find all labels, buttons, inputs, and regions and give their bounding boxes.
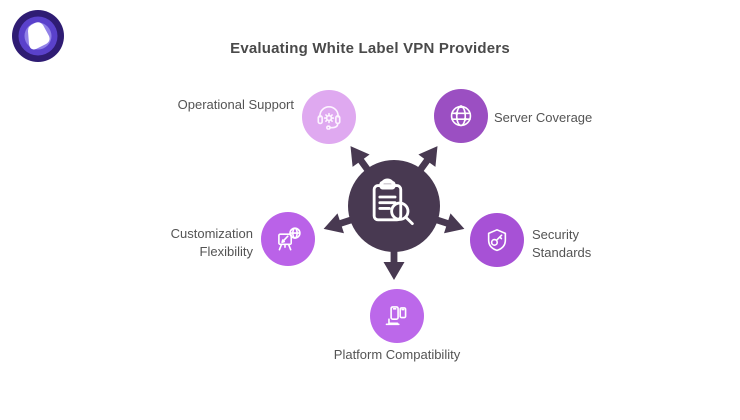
label-server-coverage: Server Coverage xyxy=(494,110,593,125)
label-customization-flexibility: Customization Flexibility xyxy=(170,226,253,260)
label-platform-compatibility: Platform Compatibility xyxy=(333,347,461,362)
clipboard-magnifier-icon xyxy=(372,178,414,226)
hub xyxy=(284,96,504,316)
headset-gear-icon xyxy=(317,106,341,130)
vpn-brand-logo-icon xyxy=(12,10,64,62)
node-server-coverage xyxy=(434,89,488,143)
devices-icon xyxy=(385,306,407,326)
globe-network-icon xyxy=(450,105,472,127)
node-customization-flexibility xyxy=(261,212,315,266)
easel-globe-icon xyxy=(278,227,301,251)
vpn-brand-logo xyxy=(12,10,64,62)
node-operational-support xyxy=(302,90,356,144)
label-security-standards: Security Standards xyxy=(532,227,592,261)
hub-graphic xyxy=(323,146,465,280)
label-operational-support: Operational Support xyxy=(177,97,294,112)
page-title: Evaluating White Label VPN Providers xyxy=(230,40,510,57)
node-security-standards xyxy=(470,213,524,267)
node-platform-compatibility xyxy=(370,289,424,343)
shield-key-icon xyxy=(487,229,507,252)
arrow-down-icon xyxy=(383,236,405,280)
